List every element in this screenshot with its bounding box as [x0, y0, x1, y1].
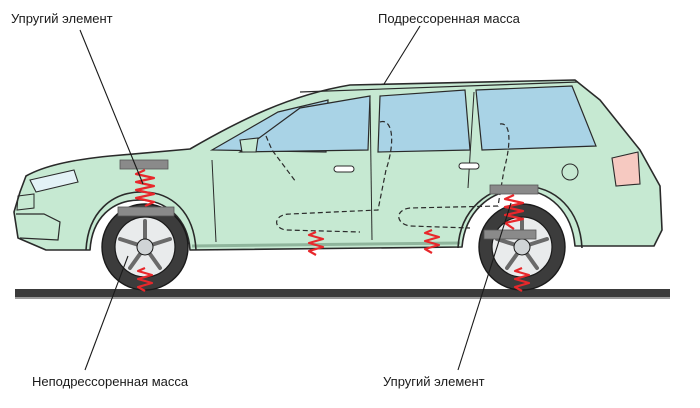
grille [16, 193, 35, 211]
side-sill [191, 241, 461, 248]
rear-upper-mount [489, 184, 539, 195]
front-seat-outline [276, 121, 393, 233]
front-door-seam [369, 95, 373, 241]
side-mirror [239, 137, 259, 153]
road-surface [15, 289, 670, 297]
front-seat-spring [307, 230, 325, 256]
rear-door-handle [458, 162, 480, 170]
rear-main-spring [503, 193, 525, 230]
steering-column [265, 135, 297, 183]
roof-rail [299, 81, 579, 93]
tail-light [611, 151, 641, 187]
front-door-lower-seam [211, 159, 217, 243]
rear-seat-outline [398, 123, 510, 229]
road-shadow [15, 297, 670, 299]
rear-tyre-spring [513, 266, 531, 292]
leader-sprung-mass [383, 25, 421, 85]
label-sprung-mass: Подрессоренная масса [378, 11, 520, 26]
front-bumper [16, 213, 61, 241]
front-upper-mount [119, 159, 169, 170]
front-lower-mount [117, 206, 175, 217]
front-tyre-spring [136, 266, 154, 292]
leader-spring-top-left [79, 29, 144, 185]
rear-seat-spring [423, 228, 441, 254]
rear-door-seam [467, 91, 475, 189]
rear-quarter-window [475, 85, 597, 151]
front-main-spring [134, 168, 156, 208]
fuel-cap [561, 163, 579, 181]
label-unsprung-mass: Неподрессоренная масса [32, 374, 189, 389]
leader-spring-bottom-right [457, 202, 512, 371]
label-spring-top-left: Упругий элемент [11, 11, 113, 26]
rear-lower-mount [483, 229, 537, 240]
label-spring-bottom-right: Упругий элемент [383, 374, 485, 389]
front-door-handle [333, 165, 355, 173]
headlight [29, 169, 79, 193]
leader-unsprung-mass [84, 255, 129, 371]
